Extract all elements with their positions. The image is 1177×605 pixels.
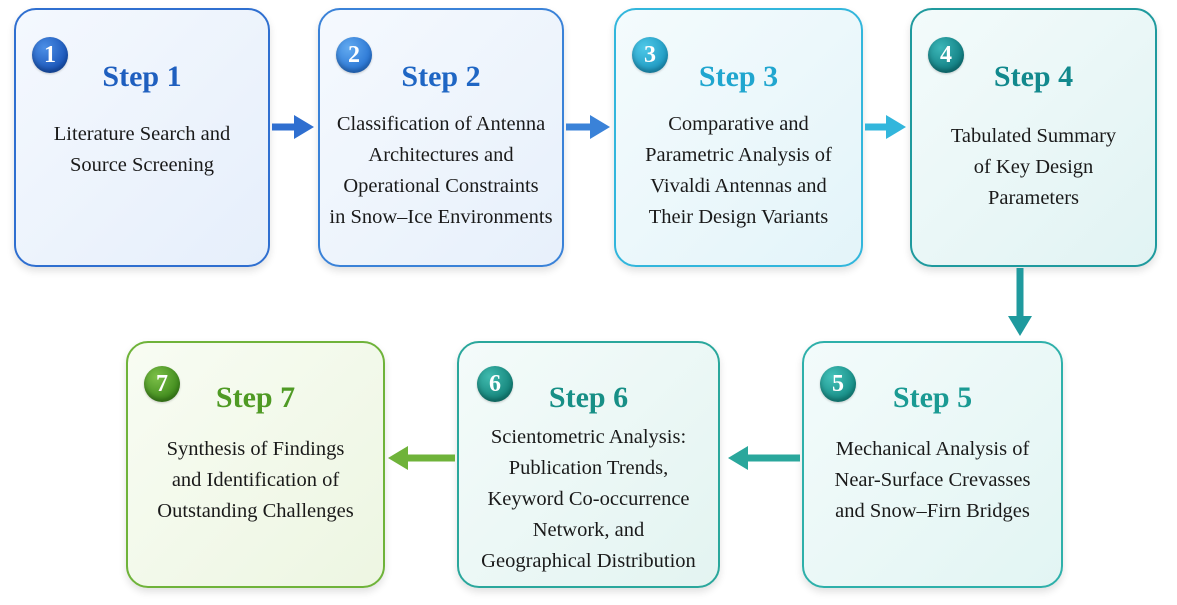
step-6-number-badge: 6: [477, 366, 513, 402]
arrow-step3-to-step4: [865, 115, 906, 139]
step-6-line: Publication Trends,: [508, 457, 669, 479]
step-3-line: Comparative and: [668, 113, 809, 135]
step-2-line: in Snow–Ice Environments: [329, 206, 553, 228]
step-6-box: 6 Step 6 Scientometric Analysis: Publica…: [457, 341, 720, 588]
step-1-line: Source Screening: [69, 154, 215, 176]
arrow-step2-to-step3: [566, 115, 610, 139]
step-4-line: Tabulated Summary: [950, 125, 1117, 147]
step-2-box: 2 Step 2 Classification of Antenna Archi…: [318, 8, 564, 267]
step-7-box: 7 Step 7 Synthesis of Findings and Ident…: [126, 341, 385, 588]
step-1-description: Literature Search and Source Screening: [22, 119, 262, 181]
step-2-line: Classification of Antenna: [336, 113, 546, 135]
step-7-line: and Identification of: [171, 469, 340, 491]
step-3-number-badge: 3: [632, 37, 668, 73]
step-3-description: Comparative and Parametric Analysis of V…: [622, 109, 855, 233]
step-2-title: Step 2: [401, 60, 481, 93]
step-7-number-badge: 7: [144, 366, 180, 402]
arrow-step6-to-step7: [388, 446, 455, 470]
step-4-description: Tabulated Summary of Key Design Paramete…: [918, 121, 1149, 214]
step-2-description: Classification of Antenna Architectures …: [326, 109, 556, 233]
step-7-description: Synthesis of Findings and Identification…: [134, 434, 377, 527]
step-4-number-badge: 4: [928, 37, 964, 73]
step-6-line: Geographical Distribution: [481, 550, 696, 572]
step-5-line: Mechanical Analysis of: [835, 438, 1030, 460]
step-1-box: 1 Step 1 Literature Search and Source Sc…: [14, 8, 270, 267]
arrow-step5-to-step6: [728, 446, 800, 470]
arrow-step4-to-step5: [1008, 268, 1032, 336]
step-5-line: and Snow–Firn Bridges: [835, 500, 1030, 522]
step-6-line: Keyword Co-occurrence: [487, 488, 690, 510]
arrow-step1-to-step2: [272, 115, 314, 139]
step-4-box: 4 Step 4 Tabulated Summary of Key Design…: [910, 8, 1157, 267]
step-3-line: Parametric Analysis of: [645, 144, 832, 166]
step-2-number-badge: 2: [336, 37, 372, 73]
step-6-line: Network, and: [532, 519, 645, 541]
step-4-title: Step 4: [993, 60, 1074, 93]
step-5-box: 5 Step 5 Mechanical Analysis of Near-Sur…: [802, 341, 1063, 588]
step-6-title: Step 6: [548, 381, 629, 414]
step-5-title: Step 5: [892, 381, 973, 414]
step-6-description: Scientometric Analysis: Publication Tren…: [465, 422, 712, 577]
step-1-number-badge: 1: [32, 37, 68, 73]
step-3-line: Vivaldi Antennas and: [650, 175, 827, 197]
step-2-line: Architectures and: [368, 144, 514, 166]
step-3-box: 3 Step 3 Comparative and Parametric Anal…: [614, 8, 863, 267]
step-1-line: Literature Search and: [53, 123, 231, 145]
step-3-line: Their Design Variants: [648, 206, 829, 228]
step-4-line: Parameters: [987, 187, 1080, 209]
step-7-line: Synthesis of Findings: [166, 438, 345, 460]
step-1-title: Step 1: [102, 60, 182, 93]
step-6-line: Scientometric Analysis:: [490, 426, 687, 448]
step-5-number-badge: 5: [820, 366, 856, 402]
step-5-description: Mechanical Analysis of Near-Surface Crev…: [810, 434, 1055, 527]
step-3-title: Step 3: [698, 60, 779, 93]
step-7-title: Step 7: [215, 381, 296, 414]
step-5-line: Near-Surface Crevasses: [834, 469, 1031, 491]
step-2-line: Operational Constraints: [343, 175, 539, 197]
step-7-line: Outstanding Challenges: [157, 500, 354, 522]
step-4-line: of Key Design: [973, 156, 1094, 178]
